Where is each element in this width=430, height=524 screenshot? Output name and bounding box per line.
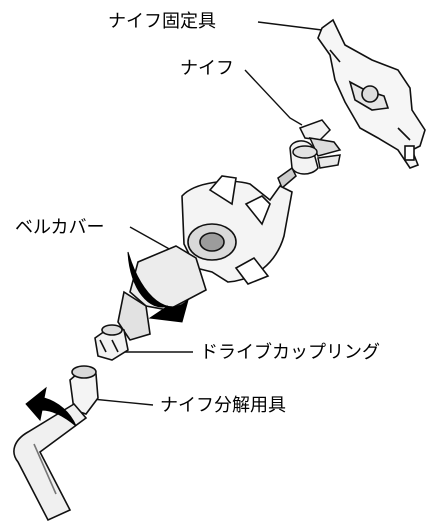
knife-part <box>277 119 342 190</box>
drive-coupling-part <box>94 324 129 361</box>
knife-holder-part <box>317 18 426 169</box>
knife-tool-part <box>13 365 99 522</box>
label-bell-cover: ベルカバー <box>15 217 105 238</box>
label-drive-coupling: ドライブカップリング <box>200 342 380 363</box>
leader-knife <box>244 69 303 126</box>
rotation-arrow-lower <box>25 386 77 427</box>
label-knife-holder: ナイフ固定具 <box>108 11 216 32</box>
label-knife: ナイフ <box>180 58 234 79</box>
label-knife-tool: ナイフ分解用具 <box>160 395 286 416</box>
bell-cover-part <box>117 175 293 341</box>
leader-knife-holder <box>257 21 323 31</box>
rotation-arrow-upper <box>127 251 189 323</box>
